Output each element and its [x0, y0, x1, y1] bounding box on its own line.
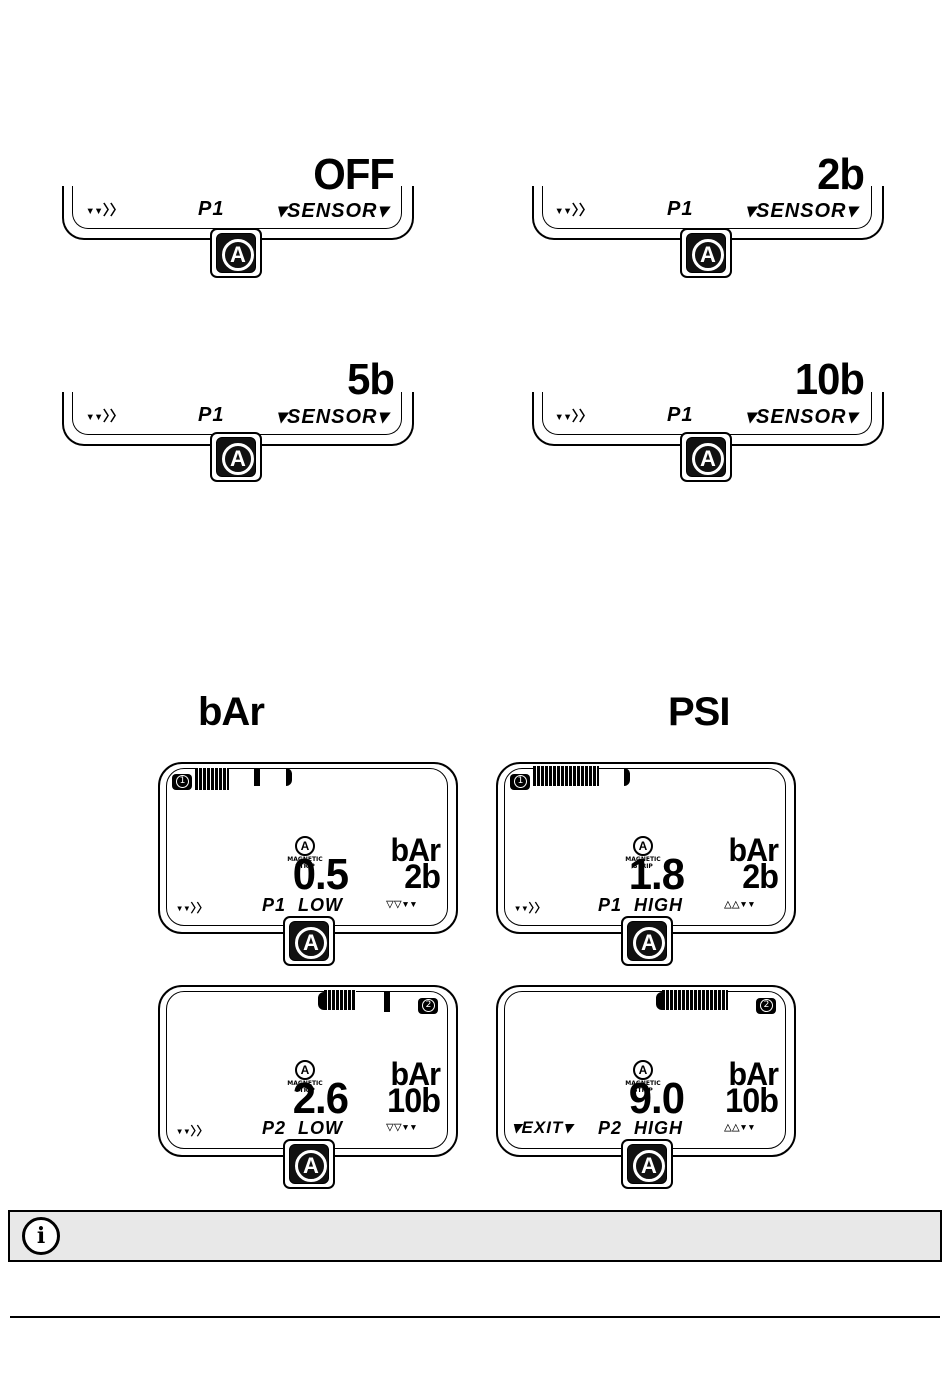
level-bars — [662, 990, 728, 1010]
a-button[interactable]: A — [210, 228, 262, 278]
screen-left-arrows: ▾▾〉〉 — [176, 1124, 209, 1138]
screen-sub-value: 10b — [725, 1082, 779, 1120]
level-bars — [195, 768, 229, 790]
display-sensor-label: ▾SENSOR▾ — [276, 200, 389, 222]
info-icon: i — [22, 1217, 60, 1255]
screen-mode: P1 LOW — [262, 895, 344, 915]
screen-unit: bAr — [390, 1056, 440, 1092]
display-left-arrows: ▾▾〉〉 — [555, 203, 593, 219]
screen-right-arrows: ▽▽▾▾ — [386, 897, 418, 912]
screen-right-arrows: ▽▽▾▾ — [386, 1120, 418, 1135]
channel-badge: 2 — [756, 998, 776, 1014]
screen-exit-label[interactable]: ▾EXIT▾ — [512, 1118, 573, 1137]
screen-left-arrows: ▾▾〉〉 — [514, 901, 547, 915]
channel-badge: 1 — [172, 774, 192, 790]
screen-unit: bAr — [728, 1056, 778, 1092]
screen-right-arrows: △△▾▾ — [724, 897, 756, 912]
screen-mode: P2 HIGH — [598, 1118, 684, 1138]
screen-value: 2.6 — [292, 1074, 349, 1123]
screen-sub-value: 2b — [404, 858, 441, 896]
a-button-icon: A — [222, 443, 254, 475]
a-button[interactable]: A — [210, 432, 262, 482]
display-program: P1 — [667, 198, 694, 220]
screen-left-arrows: ▾▾〉〉 — [176, 901, 209, 915]
display-program: P1 — [667, 404, 694, 426]
level-bars — [533, 766, 599, 786]
level-marker — [384, 992, 390, 1012]
display-left-arrows: ▾▾〉〉 — [86, 203, 124, 219]
display-sensor-label: ▾SENSOR▾ — [276, 406, 389, 428]
level-pointer — [286, 768, 292, 786]
display-sensor-label: ▾SENSOR▾ — [745, 200, 858, 222]
display-program: P1 — [198, 198, 225, 220]
level-marker — [254, 768, 260, 786]
level-pointer — [624, 768, 630, 786]
a-button[interactable]: A — [680, 432, 732, 482]
channel-badge: 1 — [510, 774, 530, 790]
a-button-icon: A — [692, 443, 724, 475]
screen-sub-value: 10b — [387, 1082, 441, 1120]
screen-unit: bAr — [728, 832, 778, 868]
channel-badge: 2 — [418, 998, 438, 1014]
display-left-arrows: ▾▾〉〉 — [86, 409, 124, 425]
info-note: i — [8, 1210, 942, 1262]
screen-value: 9.0 — [628, 1074, 685, 1123]
unit-label-bar: bAr — [198, 690, 265, 734]
screen-unit: bAr — [390, 832, 440, 868]
screen-value: 0.5 — [292, 850, 349, 899]
unit-label-psi: PSI — [668, 690, 730, 734]
level-bars — [324, 990, 356, 1010]
display-value: 10b — [794, 355, 865, 404]
screen-mode: P2 LOW — [262, 1118, 344, 1138]
display-left-arrows: ▾▾〉〉 — [555, 409, 593, 425]
screen-sub-value: 2b — [742, 858, 779, 896]
display-program: P1 — [198, 404, 225, 426]
footer-rule — [10, 1316, 940, 1318]
screen-mode: P1 HIGH — [598, 895, 684, 915]
a-button[interactable]: A — [621, 916, 673, 966]
screen-value: 1.8 — [628, 850, 685, 899]
a-button[interactable]: A — [621, 1139, 673, 1189]
a-button-icon: A — [222, 239, 254, 271]
level-pointer — [318, 992, 324, 1010]
a-button-icon: A — [692, 239, 724, 271]
a-button[interactable]: A — [283, 1139, 335, 1189]
screen-right-arrows: △△▾▾ — [724, 1120, 756, 1135]
a-button[interactable]: A — [283, 916, 335, 966]
a-button[interactable]: A — [680, 228, 732, 278]
display-sensor-label: ▾SENSOR▾ — [745, 406, 858, 428]
level-pointer — [656, 992, 662, 1010]
display-value: OFF — [313, 150, 395, 199]
